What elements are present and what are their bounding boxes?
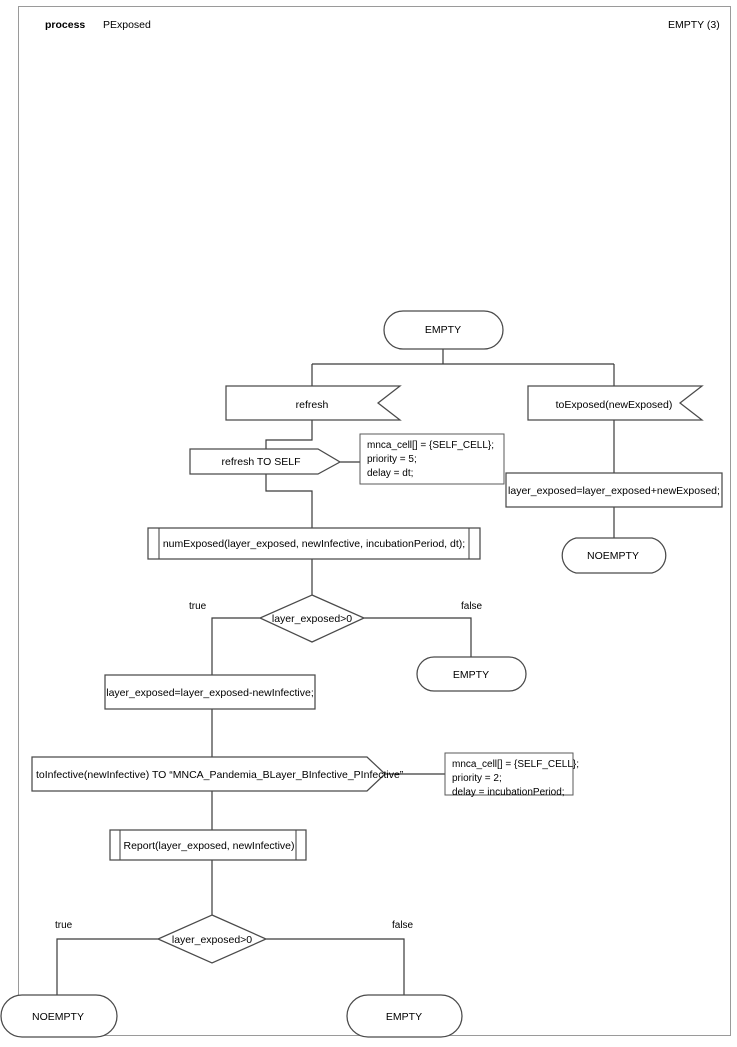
node-decision-2-label: layer_exposed>0 bbox=[171, 934, 253, 946]
note-refresh-params-line2: priority = 5; bbox=[367, 454, 417, 465]
node-assign-layer-exposed-plus[interactable] bbox=[505, 472, 723, 508]
node-send-refresh-label: refresh TO SELF bbox=[221, 456, 301, 468]
node-numexposed[interactable] bbox=[147, 527, 481, 560]
node-recv-exposed[interactable] bbox=[527, 385, 704, 421]
header-right-label: EMPTY (3) bbox=[668, 19, 720, 31]
node-recv-exposed-label: toExposed(newExposed) bbox=[555, 399, 673, 411]
edge-label-dec2-false: false bbox=[392, 920, 414, 931]
node-end-noempty-1-label: NOEMPTY bbox=[587, 550, 639, 562]
edges bbox=[56, 349, 615, 995]
node-decision-2[interactable] bbox=[156, 914, 268, 964]
edge-label-dec1-false: false bbox=[461, 601, 483, 612]
node-start[interactable] bbox=[383, 310, 504, 350]
note-refresh-params-line3: delay = dt; bbox=[367, 468, 414, 479]
node-report-label: Report(layer_exposed, newInfective) bbox=[123, 840, 295, 852]
header-kind-label: process bbox=[45, 19, 86, 31]
node-end-noempty-1[interactable] bbox=[561, 537, 667, 574]
node-recv-refresh-label: refresh bbox=[295, 399, 329, 411]
node-end-empty-1[interactable] bbox=[416, 656, 527, 692]
note-infective-params-line1: mnca_cell[] = {SELF_CELL}; bbox=[452, 759, 580, 770]
node-send-toinfective-label: toInfective(newInfective) TO “MNCA_Pande… bbox=[36, 769, 404, 781]
note-infective-params-line3: delay = incubationPeriod; bbox=[452, 787, 565, 798]
node-end-empty-1-label: EMPTY bbox=[452, 669, 490, 681]
edge-label-dec1-true: true bbox=[189, 601, 207, 612]
node-decision-1-label: layer_exposed>0 bbox=[271, 613, 353, 625]
note-refresh-params-line1: mnca_cell[] = {SELF_CELL}; bbox=[367, 440, 495, 451]
node-end-empty-2-label: EMPTY bbox=[385, 1011, 423, 1023]
node-end-noempty-2-label: NOEMPTY bbox=[32, 1011, 84, 1023]
node-start-label: EMPTY bbox=[424, 324, 462, 336]
node-send-toinfective[interactable] bbox=[31, 756, 386, 792]
node-note-refresh-params bbox=[359, 433, 505, 485]
node-recv-refresh[interactable] bbox=[225, 385, 402, 421]
note-infective-params-line2: priority = 2; bbox=[452, 773, 502, 784]
node-end-noempty-2[interactable] bbox=[0, 994, 118, 1038]
node-assign-layer-exposed-minus[interactable] bbox=[104, 674, 316, 710]
node-report[interactable] bbox=[109, 829, 307, 861]
node-end-empty-2[interactable] bbox=[346, 994, 463, 1038]
node-send-refresh[interactable] bbox=[189, 448, 342, 475]
node-assign1-label: layer_exposed=layer_exposed+newExposed; bbox=[508, 485, 720, 497]
node-decision-1[interactable] bbox=[258, 594, 366, 643]
edge-label-dec2-true: true bbox=[55, 920, 73, 931]
node-numexposed-label: numExposed(layer_exposed, newInfective, … bbox=[162, 538, 466, 550]
node-assign2-label: layer_exposed=layer_exposed-newInfective… bbox=[106, 687, 314, 699]
header-process-name: PExposed bbox=[103, 19, 151, 31]
node-note-infective-params bbox=[444, 752, 574, 796]
